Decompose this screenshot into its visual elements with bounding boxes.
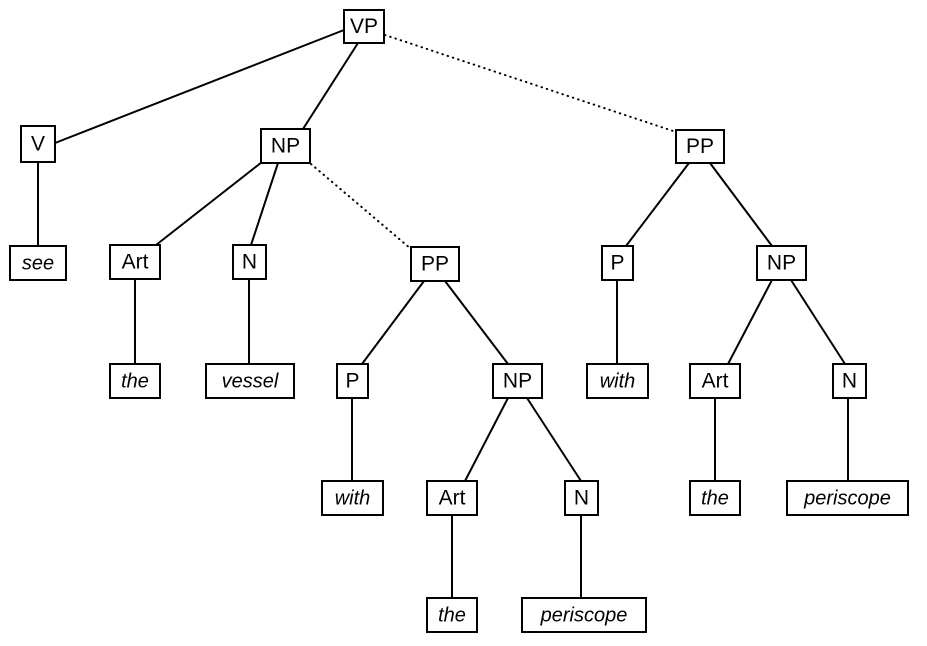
node-label-art_mid: Art xyxy=(439,487,466,510)
node-label-v: V xyxy=(31,133,45,156)
category-node-n1: N xyxy=(232,244,267,280)
node-box-the1 xyxy=(109,363,161,399)
node-label-pp_right: PP xyxy=(686,135,714,158)
node-label-vessel: vessel xyxy=(222,370,279,392)
node-label-with_m: with xyxy=(335,487,371,509)
tree-edge-np_right-to-art_right xyxy=(727,279,773,365)
node-label-art1: Art xyxy=(122,251,149,274)
category-node-art1: Art xyxy=(109,244,161,280)
tree-edge-np1-to-art1 xyxy=(155,161,263,246)
leaf-node-with_m: with xyxy=(321,480,384,516)
node-box-pp_mid xyxy=(410,246,460,282)
node-label-peri_m: periscope xyxy=(540,604,628,626)
node-label-peri_r: periscope xyxy=(803,487,891,509)
node-box-peri_m xyxy=(521,597,647,633)
category-node-v: V xyxy=(20,125,56,163)
edge-layer xyxy=(37,29,849,598)
category-node-art_mid: Art xyxy=(426,480,478,516)
tree-edge-np_right-to-n_right xyxy=(790,279,846,365)
node-box-vp xyxy=(343,9,385,44)
category-node-n_right: N xyxy=(832,363,867,399)
category-node-pp_mid: PP xyxy=(410,246,460,282)
tree-edge-np1-to-n1 xyxy=(250,162,279,246)
tree-edge-vp-to-v xyxy=(54,29,345,144)
tree-edge-pp_right-to-p_right xyxy=(625,162,690,247)
node-box-n_right xyxy=(832,363,867,399)
tree-edge-np_mid-to-n_mid xyxy=(526,397,582,482)
node-box-art1 xyxy=(109,244,161,280)
leaf-node-with_r: with xyxy=(586,363,649,399)
node-box-art_mid xyxy=(426,480,478,516)
category-node-vp: VP xyxy=(343,9,385,44)
tree-edge-np_mid-to-art_mid xyxy=(464,397,509,482)
node-box-p_mid xyxy=(336,363,369,399)
node-label-np_right: NP xyxy=(767,252,796,275)
tree-edge-pp_right-to-np_right xyxy=(709,162,773,247)
tree-edge-pp_mid-to-np_mid xyxy=(444,280,509,365)
tree-edge-np1-to-pp_mid xyxy=(310,163,412,250)
node-box-with_m xyxy=(321,480,384,516)
node-box-pp_right xyxy=(675,129,725,164)
node-label-np_mid: NP xyxy=(503,370,532,393)
node-box-peri_r xyxy=(786,480,909,516)
node-label-p_mid: P xyxy=(345,370,359,393)
node-box-v xyxy=(20,125,56,163)
node-label-n1: N xyxy=(242,251,257,274)
leaf-node-peri_r: periscope xyxy=(786,480,909,516)
node-label-with_r: with xyxy=(600,370,636,392)
leaf-node-the_m: the xyxy=(426,597,478,633)
category-node-np1: NP xyxy=(260,128,311,164)
leaf-node-the_r: the xyxy=(689,480,741,516)
node-label-n_right: N xyxy=(842,370,857,393)
node-label-the_m: the xyxy=(438,604,466,626)
leaf-node-vessel: vessel xyxy=(205,363,295,399)
node-box-np1 xyxy=(260,128,311,164)
node-box-np_right xyxy=(756,245,807,281)
node-box-n1 xyxy=(232,244,267,280)
node-box-see xyxy=(9,245,67,281)
node-box-the_m xyxy=(426,597,478,633)
node-label-np1: NP xyxy=(271,135,300,158)
node-box-the_r xyxy=(689,480,741,516)
node-label-p_right: P xyxy=(610,252,624,275)
category-node-art_right: Art xyxy=(689,363,741,399)
node-label-the1: the xyxy=(121,370,149,392)
category-node-pp_right: PP xyxy=(675,129,725,164)
leaf-node-peri_m: periscope xyxy=(521,597,647,633)
node-label-vp: VP xyxy=(350,15,378,38)
node-label-n_mid: N xyxy=(574,487,589,510)
node-box-art_right xyxy=(689,363,741,399)
category-node-np_right: NP xyxy=(756,245,807,281)
node-label-see: see xyxy=(22,252,54,274)
category-node-p_mid: P xyxy=(336,363,369,399)
tree-edge-pp_mid-to-p_mid xyxy=(361,280,425,365)
leaf-node-see: see xyxy=(9,245,67,281)
tree-edge-vp-to-pp_right xyxy=(384,34,677,133)
node-box-n_mid xyxy=(564,480,599,516)
node-label-art_right: Art xyxy=(702,370,729,393)
node-box-vessel xyxy=(205,363,295,399)
node-box-np_mid xyxy=(492,363,543,399)
node-box-with_r xyxy=(586,363,649,399)
category-node-np_mid: NP xyxy=(492,363,543,399)
category-node-p_right: P xyxy=(601,245,634,281)
category-node-n_mid: N xyxy=(564,480,599,516)
node-box-p_right xyxy=(601,245,634,281)
leaf-node-the1: the xyxy=(109,363,161,399)
node-label-pp_mid: PP xyxy=(421,253,449,276)
tree-edge-vp-to-np1 xyxy=(302,42,359,130)
node-label-the_r: the xyxy=(701,487,729,509)
